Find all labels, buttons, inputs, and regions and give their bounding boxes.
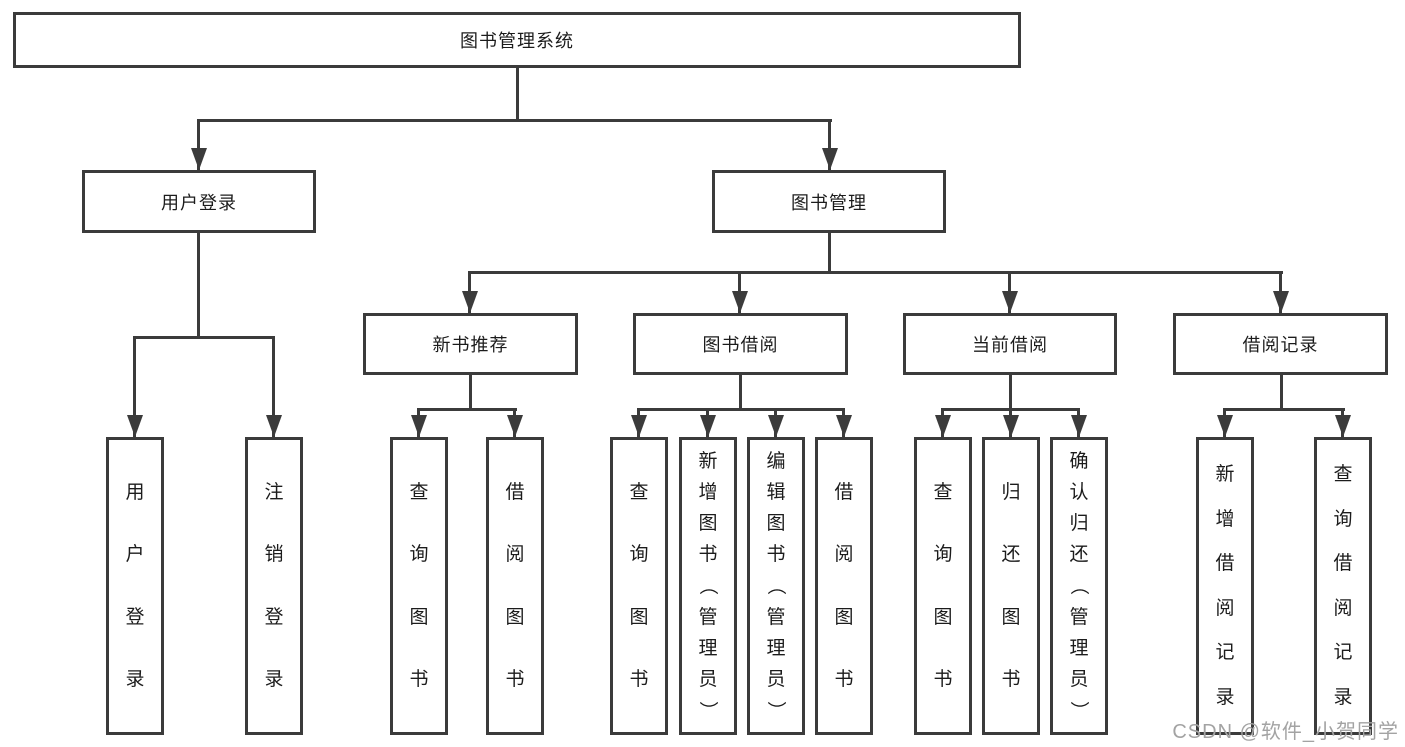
leaf-cb-query-books: 查询图书 bbox=[914, 437, 972, 735]
node-book-borrowing: 图书借阅 bbox=[633, 313, 848, 375]
arrow-to-leaf-user-login bbox=[127, 336, 143, 437]
arrow-to-br-add bbox=[1217, 408, 1233, 437]
arrow-to-br-query bbox=[1335, 408, 1351, 437]
node-user-login: 用户登录 bbox=[82, 170, 316, 233]
node-root: 图书管理系统 bbox=[13, 12, 1021, 68]
node-root-label: 图书管理系统 bbox=[460, 31, 574, 51]
node-new-book-recommend: 新书推荐 bbox=[363, 313, 578, 375]
connector-new-book-stem bbox=[469, 375, 472, 411]
leaf-nb-borrow-books: 借阅图书 bbox=[486, 437, 544, 735]
arrow-to-book-management bbox=[822, 119, 838, 170]
connector-book-management-stem bbox=[828, 233, 831, 274]
leaf-user-login: 用户登录 bbox=[106, 437, 164, 735]
arrow-to-cb-confirm bbox=[1071, 408, 1087, 437]
arrow-to-nb-borrow bbox=[507, 408, 523, 437]
node-borrowing-records: 借阅记录 bbox=[1173, 313, 1388, 375]
leaf-nb-query-books: 查询图书 bbox=[390, 437, 448, 735]
connector-borrowing-records-stem bbox=[1280, 375, 1283, 411]
connector-user-login-rail bbox=[133, 336, 275, 339]
arrow-to-bb-add bbox=[700, 408, 716, 437]
leaf-bb-borrow-books: 借阅图书 bbox=[815, 437, 873, 735]
connector-borrowing-records-rail bbox=[1223, 408, 1345, 411]
leaf-bb-query-books: 查询图书 bbox=[610, 437, 668, 735]
leaf-logout: 注销登录 bbox=[245, 437, 303, 735]
node-book-management-label: 图书管理 bbox=[791, 192, 867, 213]
arrow-to-bb-query bbox=[631, 408, 647, 437]
connector-root-stem bbox=[516, 68, 519, 122]
connector-current-borrowing-stem bbox=[1009, 375, 1012, 411]
arrow-to-borrowing-records bbox=[1273, 271, 1289, 313]
connector-book-borrowing-rail bbox=[637, 408, 845, 411]
csdn-watermark: CSDN @软件_小贺同学 bbox=[1172, 721, 1399, 743]
node-book-borrowing-label: 图书借阅 bbox=[702, 335, 779, 355]
node-borrowing-records-label: 借阅记录 bbox=[1242, 335, 1319, 355]
node-book-management: 图书管理 bbox=[712, 170, 946, 233]
node-current-borrowing-label: 当前借阅 bbox=[972, 335, 1048, 355]
arrow-to-user-login bbox=[191, 119, 207, 170]
node-user-login-label: 用户登录 bbox=[161, 192, 237, 213]
connector-root-rail bbox=[198, 119, 832, 122]
arrow-to-leaf-logout bbox=[266, 336, 282, 437]
leaf-cb-confirm-return-admin: 确认归还（管理员） bbox=[1050, 437, 1108, 735]
arrow-to-bb-edit bbox=[768, 408, 784, 437]
arrow-to-new-book-recommend bbox=[462, 271, 478, 313]
node-new-book-recommend-label: 新书推荐 bbox=[432, 335, 509, 355]
arrow-to-cb-query bbox=[935, 408, 951, 437]
leaf-br-add-record: 新增借阅记录 bbox=[1196, 437, 1254, 735]
arrow-to-book-borrowing bbox=[732, 271, 748, 313]
leaf-cb-return-books: 归还图书 bbox=[982, 437, 1040, 735]
leaf-br-query-record: 查询借阅记录 bbox=[1314, 437, 1372, 735]
connector-book-management-rail bbox=[469, 271, 1283, 274]
connector-new-book-rail bbox=[417, 408, 517, 411]
arrow-to-current-borrowing bbox=[1002, 271, 1018, 313]
leaf-bb-add-books-admin: 新增图书（管理员） bbox=[679, 437, 737, 735]
leaf-bb-edit-books-admin: 编辑图书（管理员） bbox=[747, 437, 805, 735]
arrow-to-bb-borrow bbox=[836, 408, 852, 437]
arrow-to-cb-return bbox=[1003, 408, 1019, 437]
node-current-borrowing: 当前借阅 bbox=[903, 313, 1117, 375]
arrow-to-nb-query bbox=[411, 408, 427, 437]
connector-user-login-stem bbox=[197, 233, 200, 339]
connector-book-borrowing-stem bbox=[739, 375, 742, 411]
